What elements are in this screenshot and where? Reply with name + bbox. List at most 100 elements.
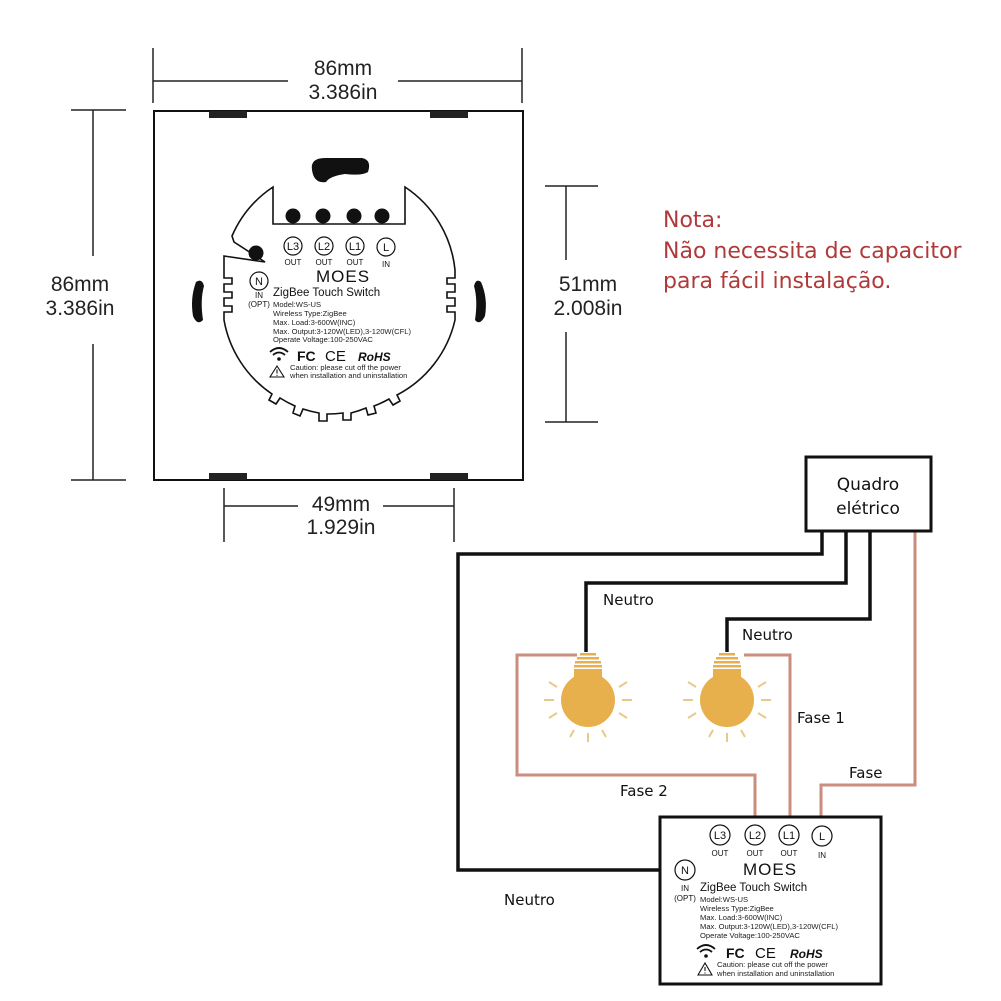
product-name: ZigBee Touch Switch [700, 882, 807, 894]
phase-wire-in [819, 531, 917, 828]
dim-left-in: 3.386in [46, 297, 115, 320]
svg-text:L3: L3 [287, 241, 299, 253]
spec-line: Max. Load:3-600W(INC) [273, 318, 356, 327]
svg-text:IN: IN [818, 851, 826, 860]
spec-line: Wireless Type:ZigBee [273, 309, 347, 318]
rohs-icon: RoHS [790, 947, 823, 961]
neutral-wire-bulb1 [584, 531, 848, 652]
terminal-L2: L2 OUT [744, 824, 766, 858]
svg-text:IN: IN [681, 884, 689, 893]
spec-line: Max. Output:3-120W(LED),3-120W(CFL) [700, 922, 838, 931]
svg-text:OUT: OUT [347, 258, 364, 267]
light-bulb-icon [544, 653, 632, 742]
dimension-module-width: 49mm 1.929in [223, 488, 455, 542]
rohs-icon: RoHS [358, 350, 391, 364]
brand-logo: MOES [743, 860, 797, 879]
svg-text:L: L [819, 831, 825, 843]
product-name: ZigBee Touch Switch [273, 287, 380, 299]
spec-line: Model:WS-US [700, 895, 748, 904]
mount-clip [430, 473, 468, 480]
caution-text: Caution: please cut off the power [717, 960, 828, 969]
svg-text:N: N [681, 865, 689, 877]
wifi-icon [269, 347, 289, 361]
mount-clip [430, 111, 468, 118]
svg-text:L1: L1 [783, 830, 795, 842]
terminal-L: L IN [811, 825, 833, 860]
label-fase1: Fase 1 [797, 709, 845, 727]
spec-line: Max. Output:3-120W(LED),3-120W(CFL) [273, 327, 411, 336]
spec-line: Model:WS-US [273, 300, 321, 309]
note: Nota: Não necessita de capacitor para fá… [663, 208, 962, 294]
terminal-L3: L3 OUT [283, 236, 303, 267]
panel-label: Quadro [837, 475, 899, 495]
svg-text:L3: L3 [714, 830, 726, 842]
switch-back-plate: L3 OUT L2 OUT L1 OUT L IN N IN (OPT) MOE… [153, 110, 524, 481]
label-fase2: Fase 2 [620, 782, 668, 800]
svg-text:OUT: OUT [285, 258, 302, 267]
mount-slot [311, 158, 370, 183]
mount-slot [192, 280, 204, 323]
svg-text:L2: L2 [749, 830, 761, 842]
svg-text:L: L [383, 242, 389, 254]
brand-logo: MOES [316, 267, 370, 286]
terminal-L3: L3 OUT [709, 824, 731, 858]
dimension-module-height: 51mm 2.008in [545, 185, 623, 423]
dim-width-mm: 49mm [312, 493, 370, 516]
spec-line: Wireless Type:ZigBee [700, 904, 774, 913]
mount-slot [474, 280, 486, 323]
wires [456, 531, 917, 872]
electrical-panel: Quadro elétrico [804, 455, 933, 533]
terminal-N: N IN (OPT) [248, 271, 270, 309]
dimension-top-width: 86mm 3.386in [152, 48, 523, 104]
dim-left-mm: 86mm [51, 273, 109, 296]
label-neutro-bulb2: Neutro [742, 626, 793, 644]
switch-module-wiring: L3 OUT L2 OUT L1 OUT L IN N IN (OPT) MOE… [658, 815, 883, 986]
module-outline [223, 185, 456, 422]
terminal-L2: L2 OUT [314, 236, 334, 267]
spec-line: Operate Voltage:100-250VAC [700, 931, 800, 940]
spec-line: Max. Load:3-600W(INC) [700, 913, 783, 922]
svg-text:L2: L2 [318, 241, 330, 253]
svg-text:OUT: OUT [747, 849, 764, 858]
fcc-icon: FC [726, 945, 745, 961]
warning-icon [268, 364, 286, 378]
screw-hole [374, 208, 390, 224]
panel-label: elétrico [836, 499, 900, 519]
light-bulb-icon [683, 653, 771, 742]
svg-text:OUT: OUT [316, 258, 333, 267]
screw-hole [285, 208, 301, 224]
svg-text:N: N [255, 276, 263, 288]
caution-text: when installation and uninstallation [289, 371, 407, 380]
svg-text:IN: IN [255, 291, 263, 300]
dim-top-in: 3.386in [309, 81, 378, 104]
terminal-L: L IN [376, 237, 396, 269]
phase-wire-2 [515, 653, 757, 828]
dimension-left-height: 86mm 3.386in [46, 109, 126, 481]
terminal-L1: L1 OUT [778, 824, 800, 858]
terminal-L1: L1 OUT [345, 236, 365, 267]
dim-module-mm: 51mm [559, 273, 617, 296]
neutral-wire-switch [456, 531, 824, 872]
label-neutro-switch: Neutro [504, 891, 555, 909]
label-fase: Fase [849, 764, 883, 782]
warning-icon [697, 961, 713, 976]
neutral-wire-bulb2 [725, 531, 872, 652]
dim-module-in: 2.008in [554, 297, 623, 320]
screw-hole [248, 245, 264, 261]
dim-top-mm: 86mm [314, 57, 372, 80]
caution-text: when installation and uninstallation [716, 969, 834, 978]
svg-text:IN: IN [382, 260, 390, 269]
phase-wire-1 [744, 653, 792, 828]
svg-text:OUT: OUT [712, 849, 729, 858]
terminal-N: N IN (OPT) [674, 859, 696, 903]
mount-clip [209, 111, 247, 118]
svg-text:(OPT): (OPT) [248, 300, 270, 309]
mount-clip [209, 473, 247, 480]
caution-text: Caution: please cut off the power [290, 363, 401, 372]
screw-hole [346, 208, 362, 224]
dim-width-in: 1.929in [307, 516, 376, 539]
note-line: para fácil instalação. [663, 269, 891, 294]
svg-text:OUT: OUT [781, 849, 798, 858]
label-neutro-bulb1: Neutro [603, 591, 654, 609]
